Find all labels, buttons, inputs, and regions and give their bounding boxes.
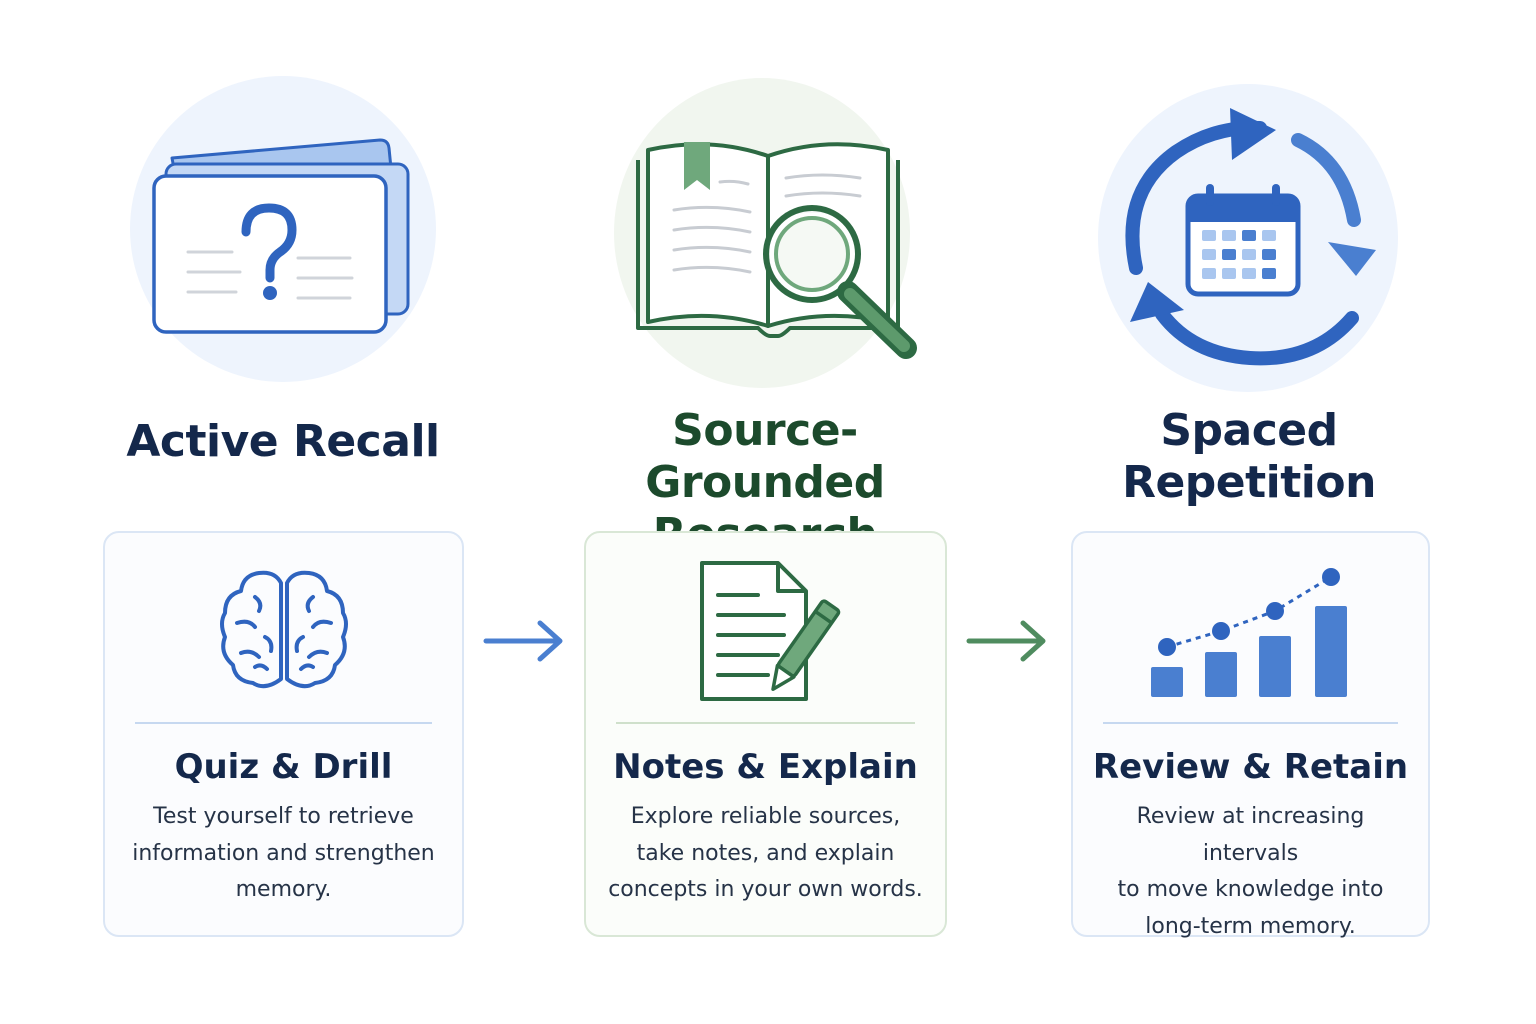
card-title: Notes & Explain [613, 747, 918, 787]
book-magnifier-icon [636, 142, 917, 359]
arrow-right-icon [966, 620, 1046, 662]
pillar-source-grounded-research: Source-Grounded Research [580, 0, 950, 560]
card-title: Quiz & Drill [174, 747, 393, 787]
card-title: Review & Retain [1092, 747, 1409, 787]
card-description: Test yourself to retrieve information an… [132, 804, 435, 902]
card-quiz-drill: Quiz & Drill Test yourself to retrieve i… [103, 531, 464, 937]
pillar-active-recall: Active Recall [100, 0, 466, 520]
card-review-retain: Review & Retain Review at increasing int… [1071, 531, 1430, 939]
card-divider [1103, 722, 1398, 724]
pillar-title: Spaced Repetition [1122, 405, 1376, 508]
card-divider [135, 722, 432, 724]
card-description: Review at increasing intervals to move k… [1117, 804, 1384, 939]
card-description: Explore reliable sources, take notes, an… [608, 804, 923, 902]
pillar-title: Active Recall [126, 416, 440, 467]
document-pencil-icon [700, 561, 841, 701]
brain-icon [220, 570, 348, 689]
arrow-right-icon [483, 620, 563, 662]
pillar-spaced-repetition: Spaced Repetition [1068, 0, 1430, 520]
question-flashcards-icon [152, 138, 410, 334]
card-notes-explain: Notes & Explain Explore reliable sources… [584, 531, 947, 937]
growth-bar-chart-icon [1151, 568, 1347, 697]
card-divider [616, 722, 915, 724]
calendar-cycle-icon [1125, 108, 1376, 366]
